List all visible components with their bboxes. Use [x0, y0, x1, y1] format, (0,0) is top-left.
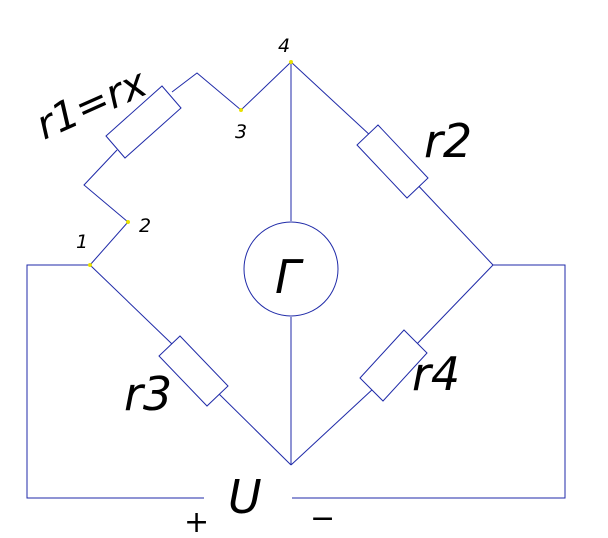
wire-right-r4: [413, 264, 494, 348]
wire-node1-node2: [83, 149, 129, 266]
wire-r4-bottom: [290, 387, 375, 466]
resistor-r2: [356, 124, 429, 199]
node-4-dot: [289, 60, 293, 64]
wire-node1-r3: [89, 264, 173, 345]
label-r3: r3: [124, 367, 172, 421]
wire-node4-r2: [290, 61, 373, 138]
label-node-4: 4: [278, 35, 290, 57]
label-node-3: 3: [235, 121, 247, 143]
resistor-r3: [158, 335, 229, 407]
label-minus: −: [310, 501, 335, 536]
label-plus: +: [184, 505, 209, 538]
resistor-r4: [359, 329, 428, 402]
galvanometer-circle: [243, 221, 339, 317]
wire-r3-bottom: [214, 389, 292, 466]
wire-left-source: [26, 264, 204, 499]
resistor-r1: [105, 85, 182, 159]
node-3-dot: [239, 108, 243, 112]
wire-right-source: [292, 264, 566, 499]
label-r4: r4: [412, 347, 460, 401]
wire-r1-node3: [171, 61, 292, 111]
label-node-1: 1: [76, 231, 88, 253]
label-r2: r2: [424, 114, 472, 168]
label-node-2: 2: [139, 215, 151, 237]
label-voltage: U: [228, 470, 262, 524]
node-2-dot: [126, 220, 130, 224]
label-galvanometer: Г: [275, 250, 304, 304]
node-1-dot: [88, 263, 92, 267]
wire-r2-right: [412, 179, 494, 266]
